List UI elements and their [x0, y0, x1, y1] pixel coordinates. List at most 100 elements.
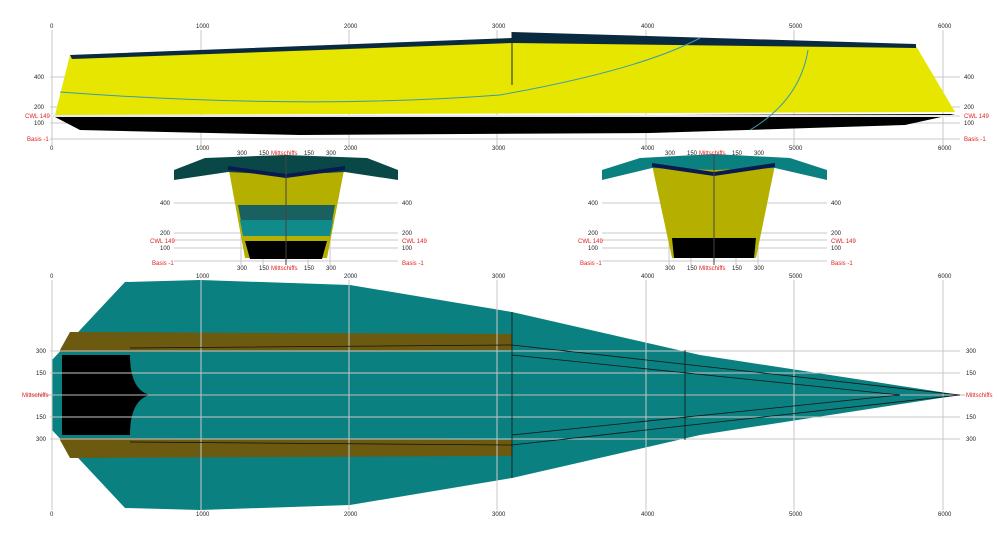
z-label: 100 [402, 246, 413, 252]
x-tick: 0 [50, 24, 54, 30]
cwl-label: CWL 149 [150, 239, 175, 245]
x-tick: 0 [50, 146, 54, 152]
cwl-label: CWL 149 [25, 114, 50, 120]
profile-view: 400 200 CWL 149 100 Basis -1 400 200 CWL… [25, 24, 989, 152]
z-label: 400 [34, 75, 45, 81]
y-label: 150 [966, 371, 977, 377]
offset-label: 150 [732, 151, 743, 157]
x-tick: 2000 [344, 24, 358, 30]
cwl-label: CWL 149 [578, 239, 603, 245]
z-label: 400 [831, 201, 842, 207]
offset-label: 300 [665, 266, 676, 272]
x-tick: 4000 [641, 146, 655, 152]
offset-label: 150 [304, 151, 315, 157]
offset-label: 300 [754, 151, 765, 157]
x-tick: 5000 [789, 512, 803, 518]
x-tick: 5000 [789, 146, 803, 152]
x-tick: 1000 [196, 146, 210, 152]
x-tick: 3000 [492, 24, 506, 30]
x-tick: 2000 [344, 274, 358, 280]
centerline-label: Mittschiffs [966, 393, 993, 399]
offset-label: 300 [237, 266, 248, 272]
basis-label: Basis -1 [27, 137, 49, 143]
basis-label: Basis -1 [402, 261, 424, 267]
sheer-band [70, 32, 916, 59]
x-tick: 6000 [938, 512, 952, 518]
x-tick: 1000 [196, 274, 210, 280]
y-label: 300 [966, 437, 977, 443]
x-tick: 6000 [938, 146, 952, 152]
z-label: 200 [34, 105, 45, 111]
x-tick: 2000 [344, 512, 358, 518]
basis-label: Basis -1 [152, 261, 174, 267]
x-tick: 1000 [196, 512, 210, 518]
offset-label: 150 [732, 266, 743, 272]
x-tick: 4000 [641, 512, 655, 518]
z-label: 100 [831, 246, 842, 252]
z-label: 200 [588, 231, 599, 237]
z-label: 100 [34, 121, 45, 127]
basis-label: Basis -1 [964, 137, 986, 143]
x-tick: 2000 [344, 146, 358, 152]
x-tick: 5000 [789, 274, 803, 280]
x-tick: 6000 [938, 274, 952, 280]
offset-label: 300 [665, 151, 676, 157]
x-tick: 0 [50, 274, 54, 280]
x-tick: 3000 [492, 512, 506, 518]
y-label: 300 [966, 349, 977, 355]
offset-label: 300 [326, 266, 337, 272]
cwl-label: CWL 149 [964, 114, 989, 120]
x-tick: 5000 [789, 24, 803, 30]
bottom-band [55, 114, 955, 135]
x-tick: 3000 [492, 146, 506, 152]
z-label: 100 [160, 246, 171, 252]
cwl-label: CWL 149 [402, 239, 427, 245]
z-label: 400 [402, 201, 413, 207]
section-view-fwd: 300 150 Mittschiffs 150 300 300 150 Mitt… [578, 151, 856, 272]
y-label: 150 [36, 415, 47, 421]
centerline-label: Mittschiffs [699, 151, 726, 157]
x-tick: 0 [50, 512, 54, 518]
basis-label: Basis -1 [580, 261, 602, 267]
plan-view: 300 150 Mittschiffs 150 300 300 150 Mitt… [22, 274, 993, 518]
z-label: 400 [588, 201, 599, 207]
z-label: 100 [588, 246, 599, 252]
x-tick: 4000 [641, 24, 655, 30]
hull-side [55, 40, 955, 115]
centerline-label: Mittschiffs [22, 393, 49, 399]
side-strip [60, 332, 512, 352]
centerline-label: Mittschiffs [271, 151, 298, 157]
z-label: 200 [160, 231, 171, 237]
side-strip [60, 438, 512, 458]
z-label: 100 [964, 121, 975, 127]
offset-label: 150 [259, 151, 270, 157]
y-label: 300 [36, 349, 47, 355]
y-label: 150 [966, 415, 977, 421]
cwl-label: CWL 149 [831, 239, 856, 245]
x-tick: 3000 [492, 274, 506, 280]
offset-label: 300 [237, 151, 248, 157]
y-label: 150 [36, 371, 47, 377]
x-tick: 1000 [196, 24, 210, 30]
z-label: 200 [964, 105, 975, 111]
offset-label: 150 [687, 151, 698, 157]
centerline-label: Mittschiffs [271, 266, 298, 272]
x-tick: 4000 [641, 274, 655, 280]
y-label: 300 [36, 437, 47, 443]
x-tick: 6000 [938, 24, 952, 30]
offset-label: 150 [687, 266, 698, 272]
centerline-label: Mittschiffs [699, 266, 726, 272]
top-axis: 0 1000 2000 3000 4000 5000 6000 0 1000 2… [50, 24, 952, 152]
buttock-curve [59, 37, 701, 103]
section-view-aft: 300 150 Mittschiffs 150 300 300 150 Mitt… [150, 151, 427, 272]
offset-label: 150 [304, 266, 315, 272]
basis-label: Basis -1 [831, 261, 853, 267]
z-label: 400 [160, 201, 171, 207]
offset-label: 300 [754, 266, 765, 272]
offset-label: 300 [326, 151, 337, 157]
z-label: 200 [402, 231, 413, 237]
buttock-curve-2 [749, 49, 809, 131]
offset-label: 150 [259, 266, 270, 272]
z-label: 400 [964, 75, 975, 81]
